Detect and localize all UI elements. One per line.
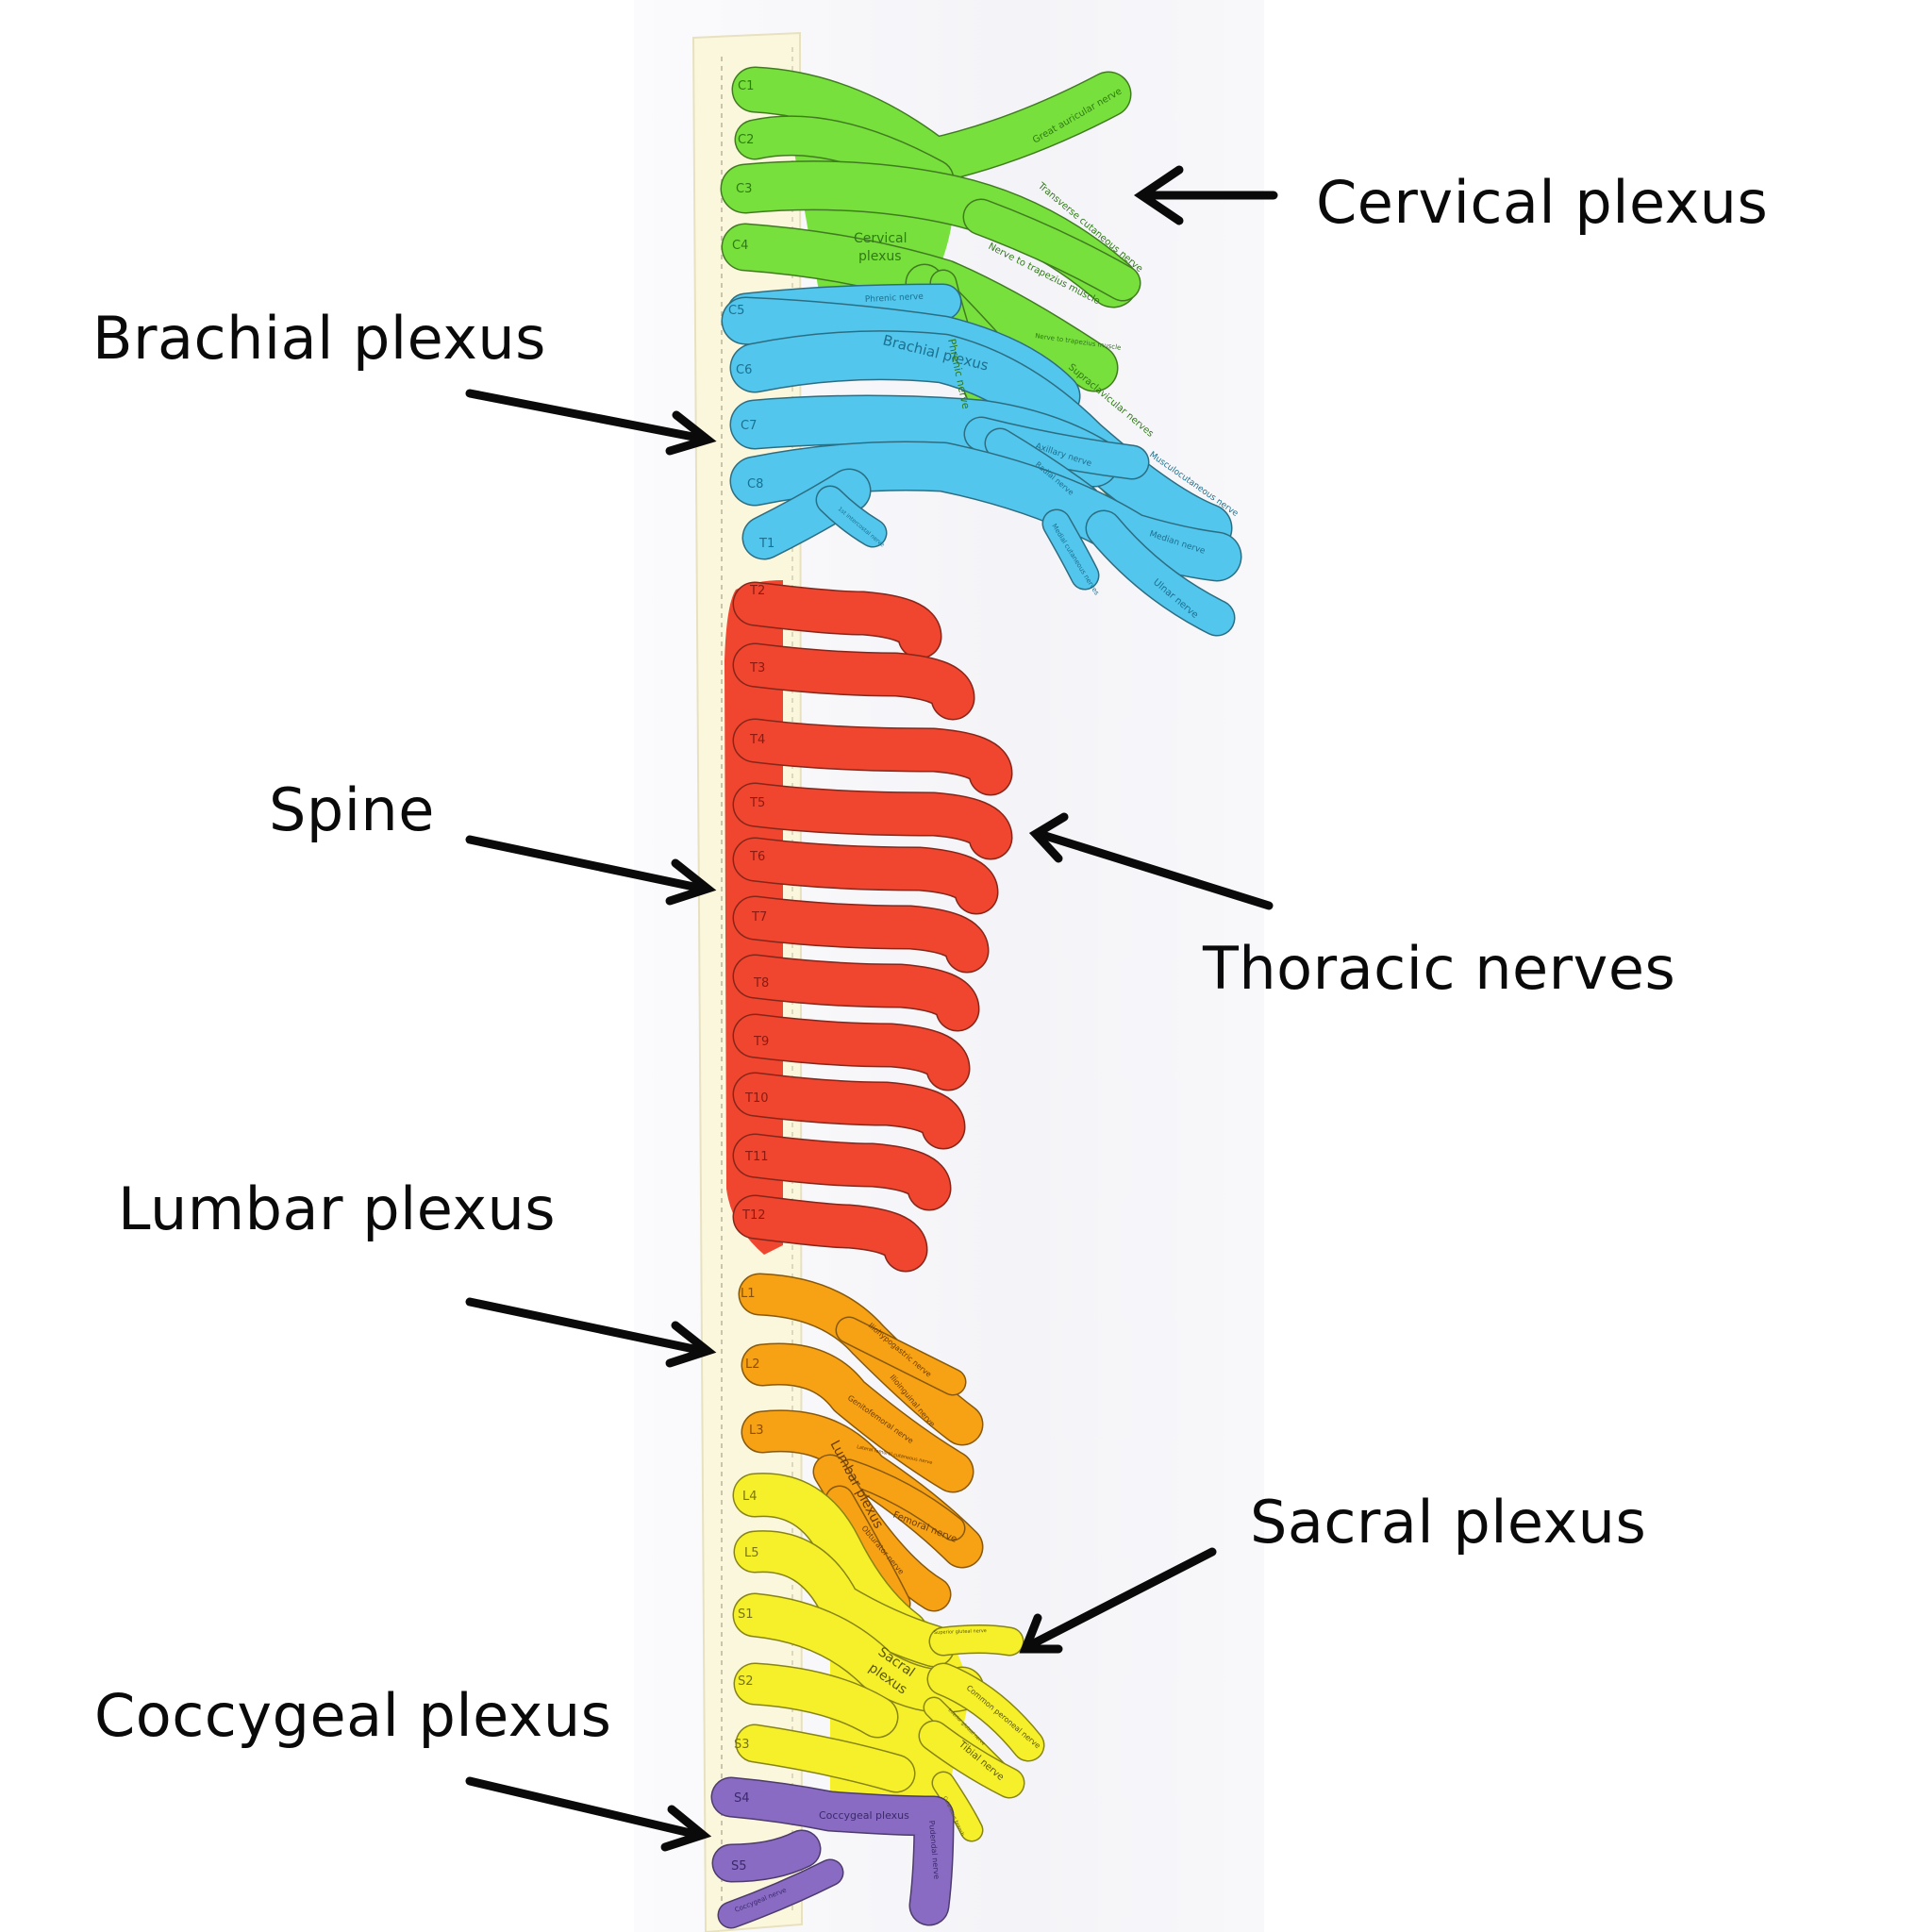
callout-label-thoracic: Thoracic nerves xyxy=(1203,934,1676,1003)
brachial-plexus-shape xyxy=(721,283,1242,637)
coccygeal-branch-s5 xyxy=(713,1831,820,1881)
callout-label-sacral: Sacral plexus xyxy=(1250,1488,1647,1557)
sacral-branch-s2 xyxy=(735,1664,897,1737)
root-label-c2: C2 xyxy=(738,133,754,147)
coccygeal-nerve xyxy=(719,1860,842,1927)
brachial-branch-c6 xyxy=(731,331,1231,552)
cervical-title-line2: plexus xyxy=(858,249,902,264)
thoracic-nerve-t12 xyxy=(734,1196,926,1271)
root-label-l4: L4 xyxy=(742,1490,758,1504)
callout-label-cervical: Cervical plexus xyxy=(1316,168,1769,237)
cervical-branch-transverse xyxy=(964,200,1140,300)
arrow-spine xyxy=(465,835,717,906)
root-label-s1: S1 xyxy=(738,1607,754,1622)
root-label-c1: C1 xyxy=(738,79,754,93)
thoracic-nerve-t2 xyxy=(734,583,941,658)
cervical-branch-c2 xyxy=(736,116,953,198)
callout-label-spine: Spine xyxy=(269,775,435,844)
arrow-sacral xyxy=(1019,1547,1217,1654)
root-label-t10: T10 xyxy=(744,1091,768,1106)
root-label-l2: L2 xyxy=(745,1357,760,1372)
sacral-superior-gluteal xyxy=(930,1625,1023,1655)
root-label-s4: S4 xyxy=(734,1791,750,1806)
thoracic-nerve-t8 xyxy=(734,956,978,1030)
thoracic-nerve-t9 xyxy=(734,1015,969,1090)
root-label-t6: T6 xyxy=(749,850,765,864)
brachial-ulnar xyxy=(1087,511,1234,635)
thoracic-nerves-shape xyxy=(724,580,1013,1273)
root-label-c8: C8 xyxy=(747,477,763,491)
lumbar-lateral-femoral xyxy=(838,1460,964,1540)
coccygeal-title: Coccygeal plexus xyxy=(819,1809,909,1822)
root-label-t4: T4 xyxy=(749,733,765,747)
thoracic-nerve-t11 xyxy=(734,1135,950,1209)
sacral-tibial xyxy=(920,1722,1024,1797)
brachial-medial-cutaneous xyxy=(1043,510,1098,589)
lumbar-branch-l2 xyxy=(742,1344,973,1491)
root-label-l3: L3 xyxy=(749,1424,764,1438)
arrow-thoracic xyxy=(1028,812,1274,910)
root-label-s2: S2 xyxy=(738,1674,754,1689)
callout-label-brachial: Brachial plexus xyxy=(92,304,546,373)
thoracic-nerve-t3 xyxy=(734,644,974,719)
root-label-l1: L1 xyxy=(741,1287,756,1301)
callout-label-coccygeal: Coccygeal plexus xyxy=(94,1681,612,1750)
thoracic-nerve-t7 xyxy=(734,897,988,972)
callout-label-lumbar: Lumbar plexus xyxy=(118,1174,557,1243)
root-label-t5: T5 xyxy=(749,796,765,810)
root-label-t2: T2 xyxy=(749,584,765,598)
lumbar-plexus-shape xyxy=(738,1273,984,1619)
arrow-lumbar xyxy=(465,1297,717,1368)
arrow-brachial xyxy=(465,389,717,456)
root-label-c6: C6 xyxy=(736,363,752,377)
root-label-c3: C3 xyxy=(736,182,752,196)
thoracic-nerve-t5 xyxy=(734,784,1011,858)
root-label-t7: T7 xyxy=(751,910,767,924)
sacral-cutaneous xyxy=(933,1773,982,1840)
thoracic-nerve-t10 xyxy=(734,1074,964,1148)
sacral-plexus-shape xyxy=(732,1473,1045,1842)
coccygeal-plexus-shape xyxy=(710,1776,955,1929)
root-label-t9: T9 xyxy=(753,1035,769,1049)
root-label-l5: L5 xyxy=(744,1546,759,1560)
root-label-t1: T1 xyxy=(758,537,774,551)
sacral-common-peroneal xyxy=(928,1664,1043,1760)
root-label-t12: T12 xyxy=(741,1208,765,1223)
arrow-cervical xyxy=(1133,165,1278,225)
sacral-branch-s3 xyxy=(737,1725,914,1791)
root-label-c4: C4 xyxy=(732,239,748,253)
sacral-branch-l5 xyxy=(735,1531,954,1666)
root-label-c7: C7 xyxy=(741,419,757,433)
arrow-coccygeal xyxy=(465,1776,712,1852)
nerve-superior-gluteal: Superior gluteal nerve xyxy=(934,1628,987,1636)
brachial-branch-c8 xyxy=(731,442,1241,580)
cervical-title-line1: Cervical xyxy=(854,231,908,246)
root-label-t8: T8 xyxy=(753,976,769,991)
root-label-s5: S5 xyxy=(731,1859,747,1874)
root-label-t11: T11 xyxy=(744,1150,768,1164)
thoracic-nerve-t6 xyxy=(734,839,997,913)
root-label-s3: S3 xyxy=(734,1738,750,1752)
root-label-t3: T3 xyxy=(749,661,765,675)
nerve-phrenic-blue: Phrenic nerve xyxy=(865,292,924,305)
coccygeal-branch-s4-pudendal xyxy=(712,1778,953,1924)
lumbar-iliohypogastric xyxy=(837,1318,965,1394)
thoracic-nerve-t4 xyxy=(734,720,1011,794)
root-label-c5: C5 xyxy=(728,304,744,318)
brachial-intercostal xyxy=(817,487,886,546)
callout-arrows xyxy=(465,165,1278,1852)
